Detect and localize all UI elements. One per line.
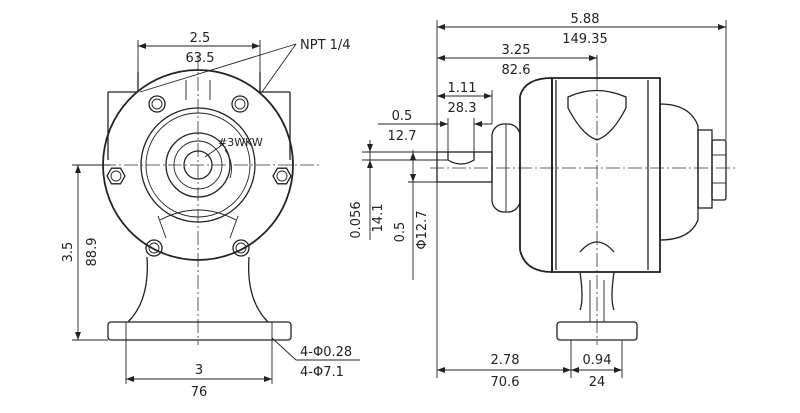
hole-in: 4-Φ0.28	[300, 345, 352, 360]
height-mm: 88.9	[85, 238, 100, 267]
base-left-mm: 70.6	[491, 375, 520, 390]
key-mm: 12.7	[388, 129, 417, 144]
face-bolt-icon	[231, 95, 249, 113]
face-bolt-icon	[145, 239, 163, 257]
shaft-dia-mm: Φ12.7	[415, 210, 430, 249]
rear-nut	[711, 139, 727, 201]
side-base-plate	[556, 321, 638, 341]
shaft	[436, 151, 493, 183]
key-depth-in: 0.056	[349, 201, 364, 238]
shaft-collar	[165, 132, 231, 198]
hole-mm: 4-Φ7.1	[300, 365, 344, 380]
key-depth-mm: 14.1	[371, 204, 386, 233]
base-left-in: 2.78	[491, 353, 520, 368]
side-view: 5.88 149.35 3.25 82.6 1.11 28.3 0.5 12.7…	[349, 12, 735, 390]
shaft-dia-in: 0.5	[393, 222, 408, 243]
mount-in: 3.25	[502, 43, 531, 58]
front-view: #3WKW 2.5 63.5 NPT 1/4 3.5 88.9 3 76 4-Φ…	[61, 31, 360, 400]
face-bolt-icon	[232, 239, 250, 257]
side-hex-bolt-icon	[106, 167, 126, 185]
overall-mm: 149.35	[562, 32, 608, 47]
top-width-in: 2.5	[190, 31, 211, 46]
base-right-mm: 24	[589, 375, 606, 390]
side-hex-bolt-icon	[272, 167, 292, 185]
key-in: 0.5	[392, 109, 413, 124]
overall-in: 5.88	[571, 12, 600, 27]
height-in: 3.5	[61, 242, 76, 263]
base-width-in: 3	[195, 363, 203, 378]
shaft-len-in: 1.11	[448, 81, 477, 96]
shaft-len-mm: 28.3	[448, 101, 477, 116]
shaft-section	[183, 150, 213, 180]
mount-mm: 82.6	[502, 63, 531, 78]
base-right-in: 0.94	[583, 353, 612, 368]
base-plate	[107, 321, 292, 341]
top-width-mm: 63.5	[186, 51, 215, 66]
face-bolt-icon	[148, 95, 166, 113]
key-label: #3WKW	[218, 136, 263, 149]
base-width-mm: 76	[191, 385, 208, 400]
npt-port-label: NPT 1/4	[300, 38, 351, 53]
